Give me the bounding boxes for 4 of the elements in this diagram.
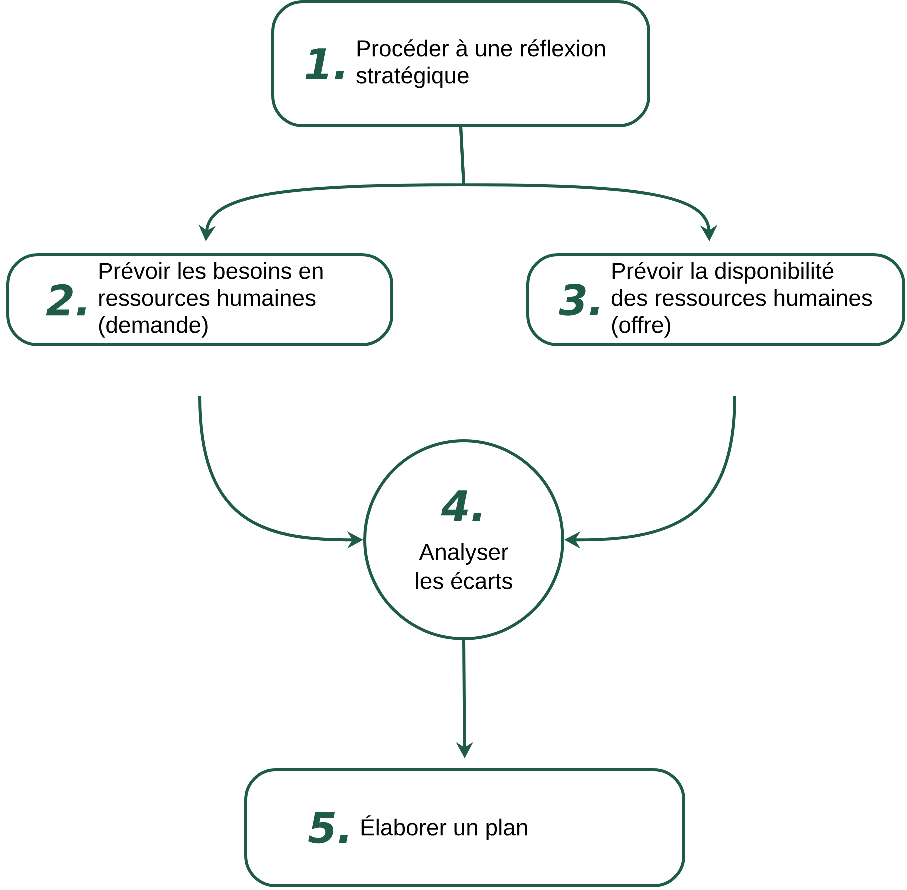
circle-node: 4. Analyser les écarts (364, 439, 564, 640)
process-box: 5. Élaborer un plan (244, 768, 686, 888)
process-box: 3. Prévoir la disponibilité des ressources humaines (offre) (526, 253, 906, 346)
process-box: 2. Prévoir les besoins en ressources humaines (demande) (6, 253, 394, 346)
